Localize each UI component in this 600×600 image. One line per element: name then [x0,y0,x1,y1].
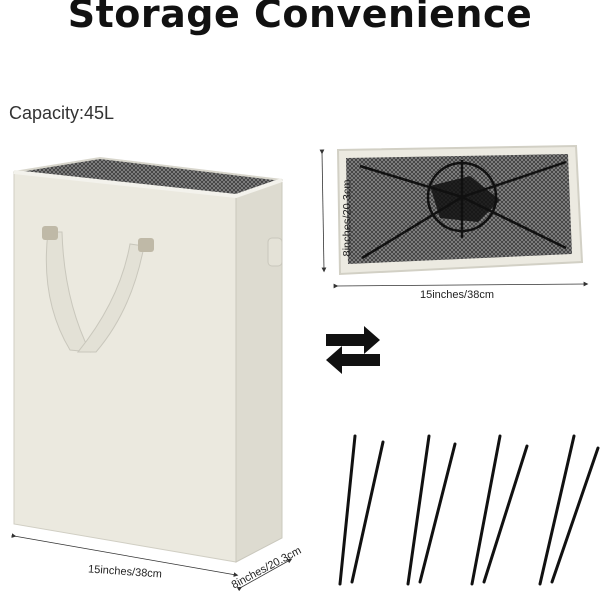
front-depth-line [236,558,293,592]
top-height-line [319,149,327,273]
top-width-line [333,281,589,289]
hamper-top-view [336,144,584,276]
rod-pair-4 [538,434,600,586]
top-width-label: 15inches/38cm [420,289,494,301]
rod-pair-1 [338,434,385,586]
support-rods [338,434,600,586]
rod-pair-2 [406,434,457,586]
front-width-line [11,533,239,577]
capacity-label: Capacity:45L [9,103,115,123]
hamper-front [13,156,283,563]
rod-pair-3 [470,434,529,586]
swap-arrows-icon [326,326,380,374]
top-height-label: 8inches/20.3cm [341,179,354,257]
page-title: Storage Convenience [67,0,533,36]
